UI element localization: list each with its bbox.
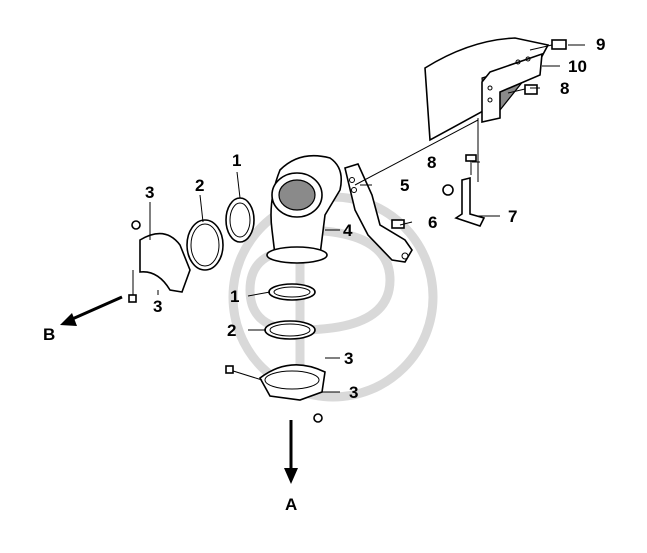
label-part-7: 7 (508, 207, 517, 226)
label-part-8-lower: 8 (427, 153, 436, 172)
label-part-3-bottom: 3 (349, 383, 358, 402)
label-arrow-a: A (285, 495, 297, 514)
heat-shield (424, 37, 550, 142)
label-part-6: 6 (428, 213, 437, 232)
label-part-5: 5 (400, 176, 409, 195)
seal-ring-1-middle (268, 283, 316, 301)
bolt-8-upper (507, 84, 538, 95)
label-part-10: 10 (568, 57, 587, 76)
label-part-1-top: 1 (232, 151, 241, 170)
leader-lines (149, 44, 585, 393)
label-part-3-left-bottom: 3 (153, 297, 162, 316)
label-part-2-middle: 2 (227, 321, 236, 340)
label-arrow-b: B (43, 325, 55, 344)
label-part-2-top: 2 (195, 176, 204, 195)
label-part-3-left-top: 3 (145, 183, 154, 202)
bolt-9 (529, 39, 567, 51)
gasket-2-middle (264, 320, 316, 340)
label-part-9: 9 (596, 35, 605, 54)
gasket-2-top (186, 219, 224, 271)
label-part-4: 4 (343, 221, 353, 240)
clamp-3-left (128, 220, 191, 303)
support-bracket-7 (454, 118, 486, 227)
seal-ring-1-top (225, 197, 255, 243)
label-part-1-middle: 1 (230, 287, 239, 306)
direction-arrow-a (284, 420, 298, 484)
direction-arrow-b (60, 295, 123, 326)
bolt-8-lower (442, 154, 477, 196)
elbow-pipe (266, 154, 343, 264)
clamp-3-bottom (225, 363, 326, 423)
label-part-3-middle: 3 (344, 349, 353, 368)
label-part-8-upper: 8 (560, 79, 569, 98)
